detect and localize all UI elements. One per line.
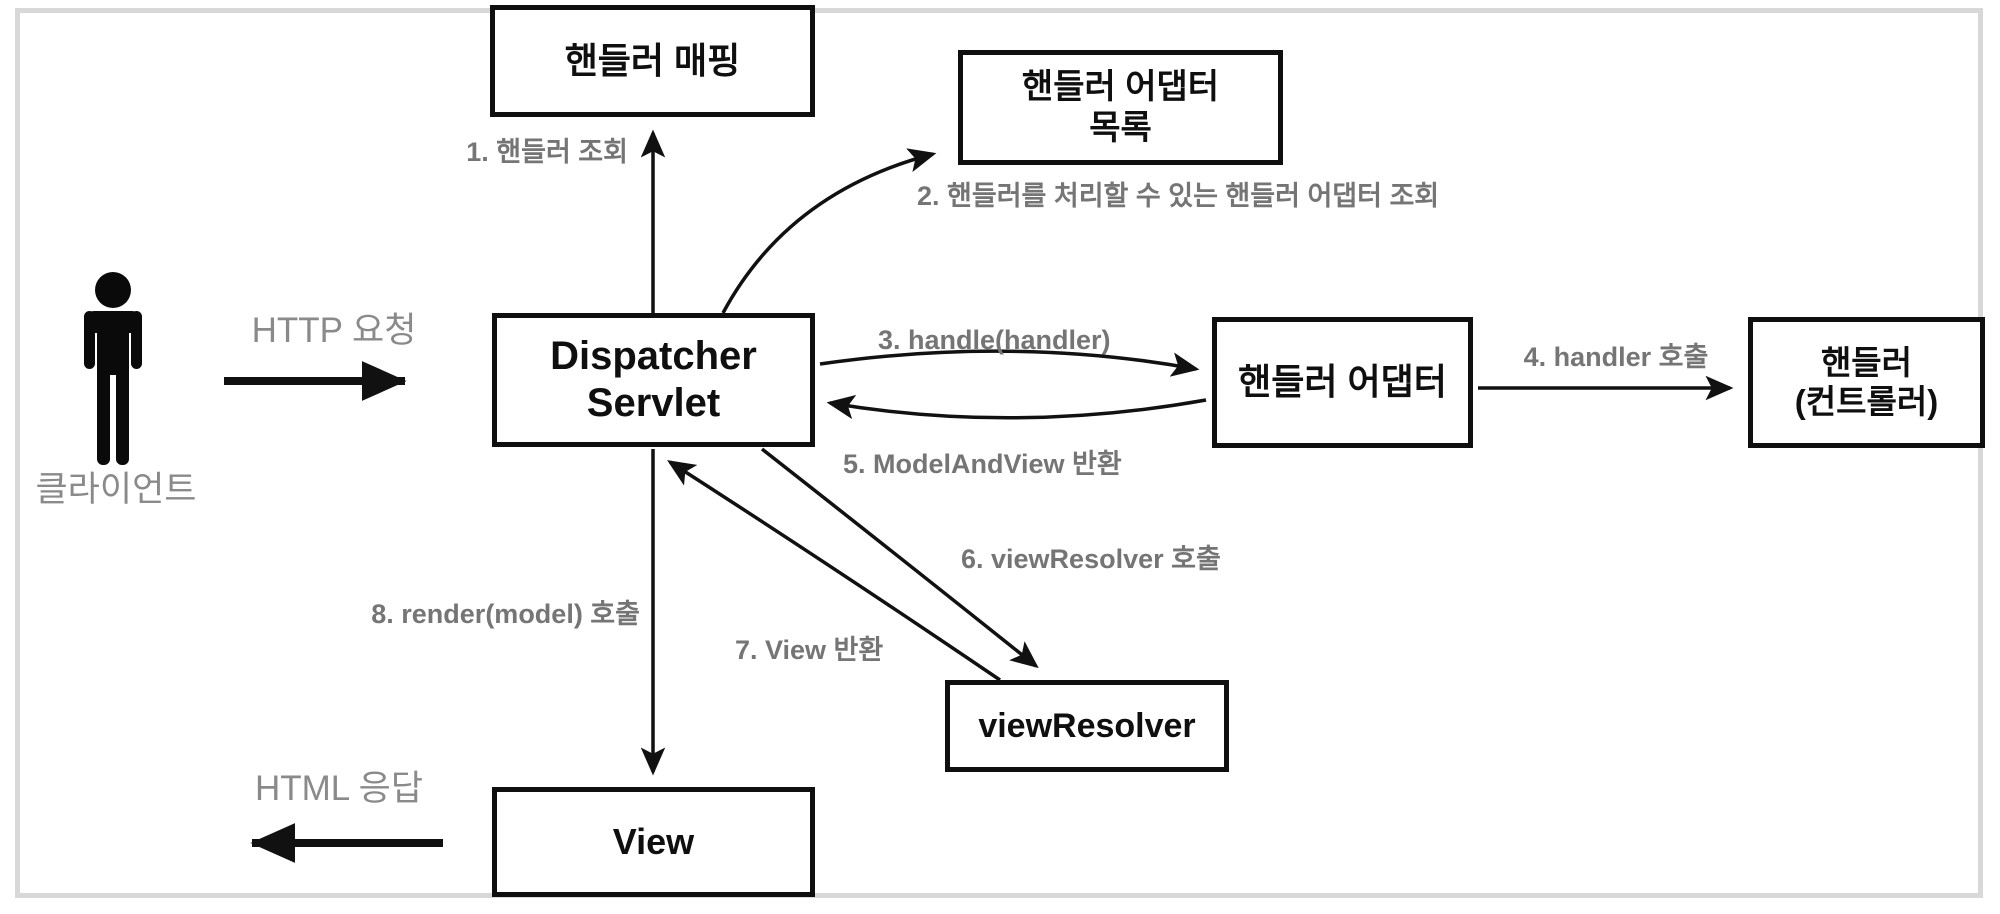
node-dispatcher-servlet: Dispatcher Servlet (492, 313, 815, 447)
node-view-resolver-label: viewResolver (978, 706, 1196, 745)
label-html-response: HTML 응답 (254, 769, 424, 808)
person-icon (84, 272, 142, 465)
node-handler-controller: 핸들러 (컨트롤러) (1748, 317, 1985, 448)
label-step8: 8. render(model) 호출 (371, 599, 640, 629)
node-handler-adapter-list: 핸들러 어댑터 목록 (958, 50, 1283, 165)
node-handler-adapter-list-label: 핸들러 어댑터 목록 (1021, 68, 1220, 147)
label-step1: 1. 핸들러 조회 (466, 137, 628, 167)
node-view: View (492, 787, 815, 897)
node-dispatcher-servlet-label: Dispatcher Servlet (550, 333, 757, 425)
label-client: 클라이언트 (35, 470, 197, 509)
label-step5: 5. ModelAndView 반환 (843, 449, 1122, 479)
label-step7: 7. View 반환 (735, 635, 884, 665)
node-view-resolver: viewResolver (945, 680, 1229, 772)
label-step3: 3. handle(handler) (878, 325, 1111, 355)
diagram-frame (15, 8, 1983, 898)
node-handler-adapter-label: 핸들러 어댑터 (1238, 361, 1447, 403)
label-http-request: HTTP 요청 (251, 311, 417, 350)
node-handler-controller-label: 핸들러 (컨트롤러) (1794, 343, 1939, 420)
label-step2: 2. 핸들러를 처리할 수 있는 핸들러 어댑터 조회 (917, 181, 1440, 211)
node-handler-mapping: 핸들러 매핑 (490, 5, 815, 117)
node-handler-mapping-label: 핸들러 매핑 (564, 39, 741, 81)
node-view-label: View (612, 820, 695, 862)
arrow-step3 (819, 349, 1200, 377)
label-step4: 4. handler 호출 (1523, 342, 1709, 372)
node-handler-adapter: 핸들러 어댑터 (1212, 317, 1473, 448)
label-step6: 6. viewResolver 호출 (961, 544, 1221, 574)
arrow-step2 (721, 148, 937, 314)
arrow-step6 (760, 447, 1039, 669)
arrow-step7 (667, 460, 1001, 682)
arrow-step5 (826, 394, 1207, 420)
